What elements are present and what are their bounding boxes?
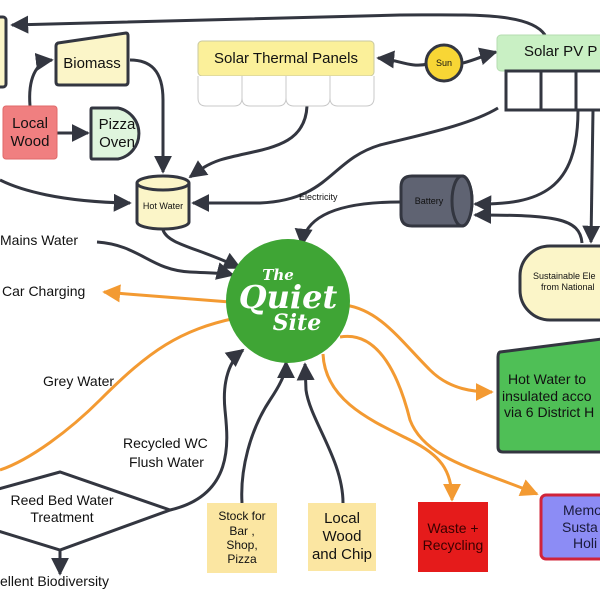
district-heat-label: Hot Water to insulated acco via 6 Distri…: [498, 360, 600, 432]
sustainable-elec-label: Sustainable Ele from National: [526, 264, 600, 300]
hub-title-site: Site: [272, 309, 322, 336]
waste-label-1: Waste +: [427, 520, 479, 537]
woodchip-sticky-shape: [308, 503, 376, 571]
arrow-battery-to-hub: [294, 200, 401, 247]
arrow-sun-to-pv: [462, 47, 498, 65]
hub-title-the: The: [262, 266, 294, 285]
hot-water-cylinder: [135, 174, 191, 231]
local-wood-label-2: Wood: [10, 132, 50, 150]
woodchip-label-1: Local: [324, 510, 360, 527]
recycled-wc-label-1: Recycled WC: [123, 435, 208, 451]
woodchip-node[interactable]: Local Wood and Chip: [308, 503, 376, 571]
local-wood-label-1: Local: [12, 114, 48, 132]
arrow-pv-to-battery: [473, 109, 580, 214]
sun-label: Sun: [435, 57, 452, 68]
reed-bed-shape: [0, 470, 175, 552]
arrow-reedbed-to-hub: [169, 348, 245, 512]
battery-label: Battery: [414, 195, 444, 206]
sustainable-elec-shape: [518, 244, 600, 322]
memorable-label-2: Susta: [562, 518, 598, 535]
arrow-sun-to-solarthermal: [376, 50, 429, 69]
memorable-label-1: Memo: [563, 501, 600, 518]
pizza-oven-node[interactable]: Pizza Oven: [91, 108, 143, 159]
arrow-hub-to-memorable: [339, 334, 539, 497]
arrow-stock-to-hub: [240, 360, 295, 504]
biomass-node-shape: [54, 31, 130, 87]
waste-sticky-shape: [418, 502, 488, 572]
pizza-oven-label-2: Oven: [99, 133, 135, 151]
sustainable-elec-label-2: from National: [541, 282, 595, 292]
solar-thermal-label: Solar Thermal Panels: [214, 49, 358, 67]
solar-pv-cells: [504, 69, 600, 112]
sun-node-shape: [424, 43, 464, 83]
arrow-solarthermal-to-hotwater: [188, 105, 309, 179]
reed-bed-label-2: Treatment: [30, 509, 94, 525]
local-wood-node[interactable]: Local Wood: [3, 106, 57, 159]
arrow-hub-to-car: [102, 284, 231, 304]
hub-logo[interactable]: The Quiet Site: [226, 239, 350, 363]
arrow-pv-to-left: [10, 13, 547, 36]
arrow-hub-to-districtheat: [344, 303, 494, 401]
waste-label-2: Recycling: [422, 537, 484, 553]
sustainable-elec-label-1: Sustainable Ele: [533, 271, 596, 282]
stock-sticky-shape: [207, 503, 277, 573]
electricity-label: Electricity: [299, 192, 338, 202]
arrow-pv-to-grid: [582, 109, 600, 244]
reed-bed-label-1: Reed Bed Water: [10, 492, 114, 509]
arrow-left-to-hotwater: [0, 178, 132, 212]
arrow-pv-to-hotwater: [191, 106, 499, 212]
stock-label-4: Pizza: [227, 552, 257, 567]
memorable-shape: [539, 493, 600, 561]
hub-circle: [226, 239, 350, 363]
arrow-grid-to-battery: [473, 206, 584, 244]
arrow-grey-water: [0, 316, 237, 472]
stock-label-2: Bar ,: [229, 523, 255, 538]
pizza-oven-label-1: Pizza: [98, 115, 136, 133]
hot-water-label: Hot Water: [142, 200, 184, 211]
district-heat-label-1: Hot Water to: [508, 370, 587, 387]
arrow-hub-to-waste: [321, 353, 461, 502]
woodchip-label-3: and Chip: [311, 546, 373, 563]
battery-shape: [399, 174, 474, 228]
solar-pv-label: Solar PV P: [524, 43, 598, 60]
biodiversity-label: ellent Biodiversity: [0, 573, 109, 589]
memorable-label-3: Holi: [573, 535, 598, 552]
solar-thermal-cells: [197, 76, 375, 107]
recycled-wc-label-2: Flush Water: [129, 454, 204, 470]
waste-node[interactable]: Waste + Recycling: [418, 502, 488, 572]
stock-label-1: Stock for: [218, 509, 266, 524]
stock-label-3: Shop,: [226, 538, 258, 552]
left-clipped-node: [0, 15, 8, 89]
district-heat-shape: [496, 337, 600, 454]
pizza-oven-shape: [89, 106, 141, 161]
woodchip-label-2: Wood: [322, 528, 362, 545]
local-wood-shape: [2, 105, 58, 160]
arrow-woodchip-to-hub: [296, 362, 345, 504]
arrow-biomass-to-hotwater: [129, 58, 172, 174]
grey-water-label: Grey Water: [43, 373, 115, 389]
reed-bed-label: Reed Bed Water Treatment: [0, 490, 124, 528]
district-heat-label-2: insulated acco: [502, 387, 592, 404]
memorable-node[interactable]: Memo Susta Holi: [541, 495, 600, 559]
arrow-mains-to-hub: [96, 240, 235, 280]
arrow-wood-to-biomass: [28, 52, 54, 107]
car-charging-label: Car Charging: [2, 283, 86, 299]
district-heat-label-3: via 6 District H: [504, 404, 595, 421]
mains-water-label: Mains Water: [0, 232, 79, 248]
stock-node[interactable]: Stock for Bar , Shop, Pizza: [207, 503, 277, 573]
biomass-label: Biomass: [63, 55, 121, 72]
hub-title-quiet: Quiet: [238, 278, 338, 317]
